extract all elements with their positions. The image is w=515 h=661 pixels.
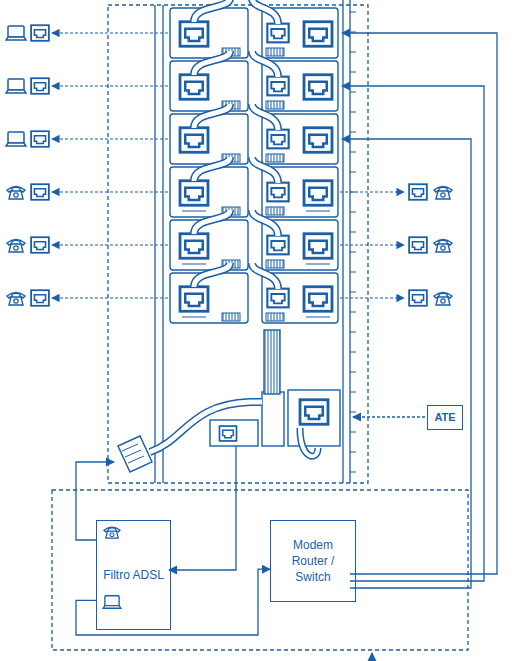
port-row [170,157,338,217]
port-row [170,104,338,164]
port-row [170,51,338,111]
box-label: Modem Router / Switch [271,537,355,586]
box-label: ATE [431,410,458,425]
modem-box: Modem Router / Switch [270,520,356,602]
port-row [170,263,338,323]
box-label: Filtro ADSL [100,567,167,583]
ate-box: ATE [427,405,463,430]
filter-box: Filtro ADSL [96,520,171,630]
port-row [170,0,338,58]
port-row [170,210,338,270]
